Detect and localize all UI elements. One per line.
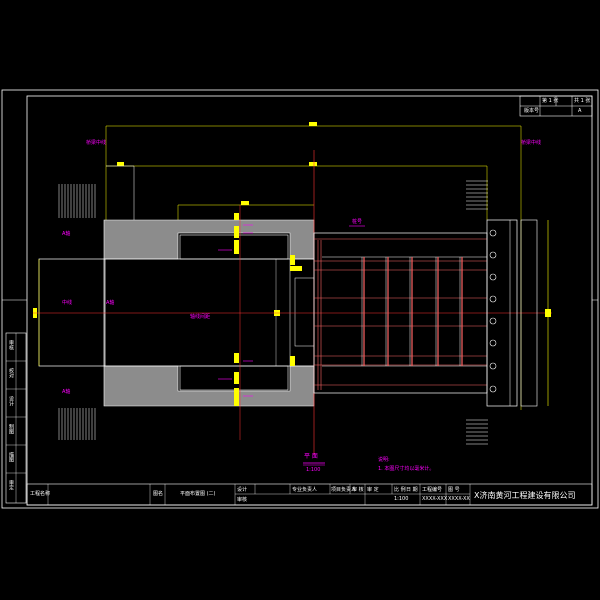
side-strip-cell-2: 校对 <box>8 368 14 378</box>
title-cell-5: 比 例 <box>394 487 406 493</box>
magenta-notes <box>218 224 253 397</box>
left-hatch-top <box>58 184 96 218</box>
drawing-number-label: 图 号 <box>448 487 460 493</box>
left-abutment-outline <box>38 258 106 367</box>
notes-line-1: 1. 本图尺寸均以毫米计。 <box>378 466 435 472</box>
middle-deck <box>103 258 315 367</box>
version-label: 版本号 <box>524 108 540 114</box>
scale-value: 1:100 <box>394 496 409 502</box>
outer-frame <box>1 89 599 509</box>
right-outer-block <box>520 219 538 407</box>
title-cell-4: 审 定 <box>367 487 379 493</box>
lower-concrete-slab <box>103 365 315 407</box>
drawing-name-label: 图名 <box>153 491 164 497</box>
title-block <box>26 483 593 506</box>
project-number-value: XXXX-XXX <box>422 496 448 502</box>
title-cell-1: 专业负责人 <box>292 487 318 493</box>
left-end-ticks <box>317 240 322 390</box>
dim-mark-right <box>545 309 551 317</box>
drawing-name-value: 平面布置图 (二) <box>180 491 216 497</box>
drawing-number-value: XXXX-XX <box>448 496 470 502</box>
left-hatch-bottom <box>58 408 96 440</box>
upper-concrete-slab <box>103 219 315 260</box>
center-left-label: A轴 <box>106 300 115 306</box>
top-left-dim-label: 桥梁中线 <box>86 140 107 146</box>
project-name-label: 工程名称 <box>30 491 51 497</box>
side-strip-cell-6: 审定 <box>8 480 14 490</box>
right-deck-cross-beams <box>363 257 463 366</box>
design-label: 设计 <box>237 487 248 493</box>
section-title: 平 面 <box>304 453 318 460</box>
center-label: 轴线间距 <box>190 314 211 320</box>
title-cell-2: 项目负责人 <box>331 487 357 493</box>
total-sheets-label: 共 1 张 <box>574 98 591 104</box>
top-right-dim-label: 桥梁中线 <box>521 140 542 146</box>
left-top-axis-label: A轴 <box>62 231 71 237</box>
dim-mark-second-a <box>117 162 124 166</box>
version-value: A <box>578 108 582 114</box>
check-label: 审核 <box>237 497 248 503</box>
top-callout-label: 桩号 <box>352 219 363 225</box>
side-strip-cell-4: 制图 <box>8 424 14 434</box>
dim-mark-second-b <box>309 162 317 166</box>
right-pier <box>486 219 518 407</box>
dim-mark-top-overall <box>309 122 317 126</box>
company-name: X济南黄河工程建设有限公司 <box>474 491 576 500</box>
right-deck-longitudinal-lines <box>314 238 487 386</box>
left-bottom-axis-label: A轴 <box>62 389 71 395</box>
dim-mark-third <box>241 201 249 205</box>
section-scale: 1:100 <box>306 467 321 473</box>
title-block-columns <box>47 484 471 505</box>
side-strip-cell-5: 描图 <box>8 452 14 462</box>
side-strip-rows <box>6 360 26 474</box>
right-deck-white-lines <box>322 256 487 367</box>
deck-step-box <box>294 277 315 347</box>
pile-circles <box>489 229 497 393</box>
notes-heading: 说明: <box>378 457 390 463</box>
sheet-label: 第 1 张 <box>542 98 559 104</box>
title-cell-6: 日 期 <box>406 487 418 493</box>
side-strip-cell-1: 审核 <box>8 340 14 350</box>
project-number-label: 工程编号 <box>422 487 443 493</box>
side-strip-cell-3: 设计 <box>8 396 14 406</box>
right-hatch-bottom <box>466 419 488 445</box>
left-margin-label: 中线 <box>62 300 73 306</box>
right-hatch-top <box>466 180 488 210</box>
title-cell-3: 审 核 <box>352 487 364 493</box>
